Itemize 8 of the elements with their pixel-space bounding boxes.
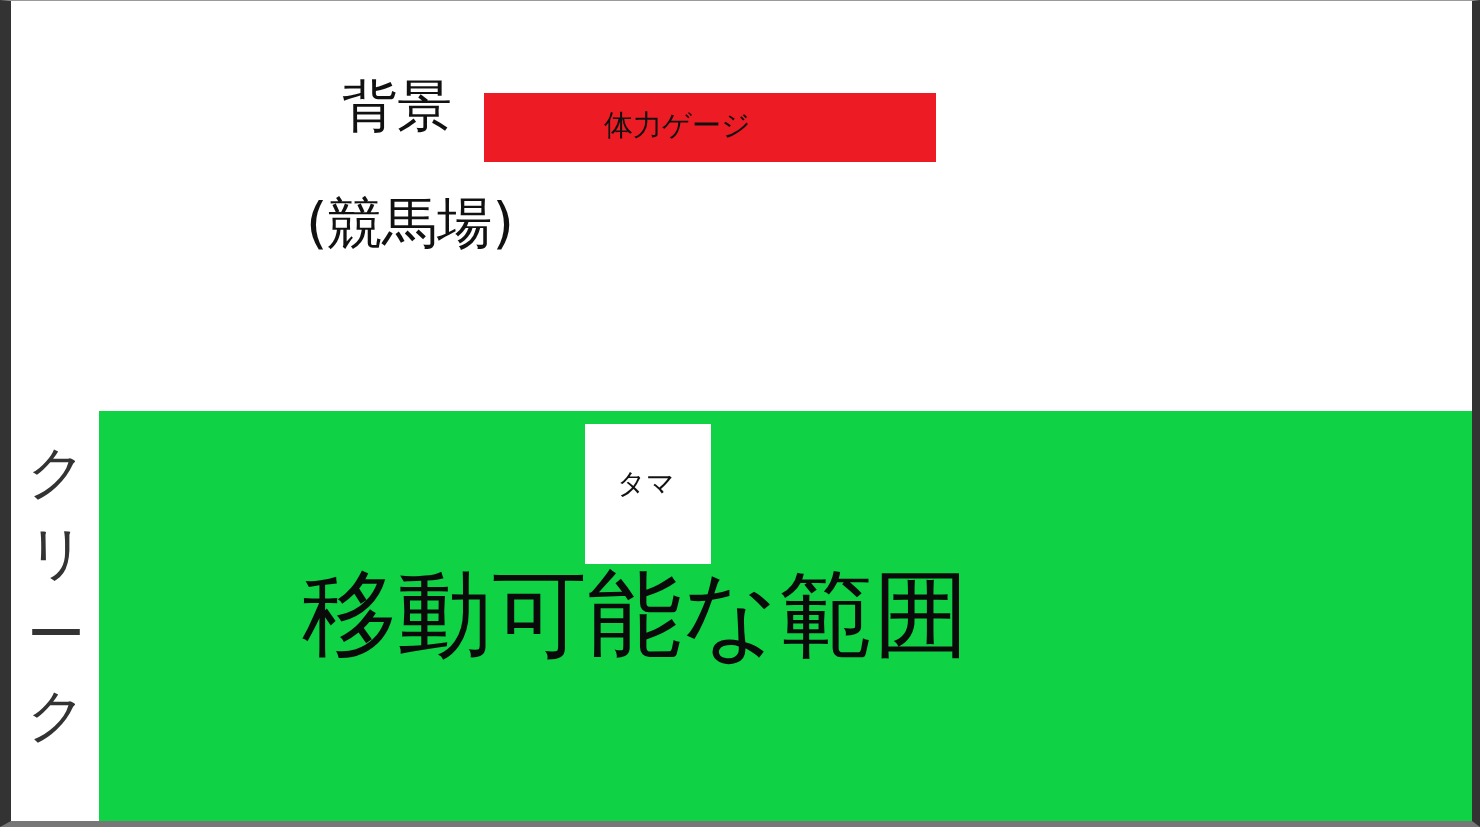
square-box [585,424,711,564]
area-panel [99,411,1472,821]
vertical-text: クリーク [25,437,87,751]
bar-label: 体力ゲージ [604,111,751,140]
heading-text: (競馬場) [306,196,514,251]
heading-text: 背景 [342,79,452,134]
gauge-bar [484,93,936,162]
box-label: タマ [617,470,675,498]
